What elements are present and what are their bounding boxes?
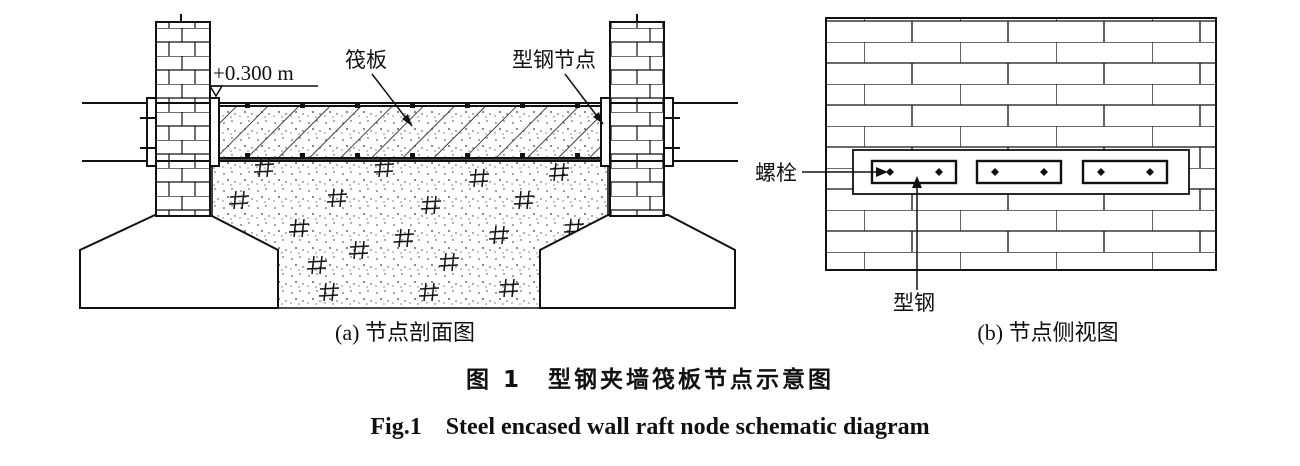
steel-section-lines <box>82 102 738 162</box>
subcaption-b: (b) 节点侧视图 <box>977 320 1118 345</box>
left-brick-column <box>155 21 211 217</box>
bolt-label: 螺栓 <box>755 161 797 185</box>
figure-caption-english: Fig.1 Steel encased wall raft node schem… <box>370 414 930 440</box>
node-schematic-figure: +0.300 m 筏板 型钢节点 (a) 节点剖面图 <box>79 14 1217 345</box>
bolts <box>886 168 1154 176</box>
elevation-marker: +0.300 m <box>208 61 318 98</box>
right-footing <box>539 214 736 309</box>
rebar-dots <box>245 103 580 158</box>
elevation-label: +0.300 m <box>213 61 294 85</box>
subcaption-a: (a) 节点剖面图 <box>335 320 475 345</box>
brick-wall <box>825 17 1217 271</box>
figure-caption-chinese: 图 1 型钢夹墙筏板节点示意图 <box>465 367 834 393</box>
steel-section-plates <box>870 159 1169 185</box>
node-label: 型钢节点 <box>512 48 596 72</box>
panel-a-section-view: +0.300 m 筏板 型钢节点 (a) 节点剖面图 <box>79 14 738 345</box>
right-brick-column <box>609 21 665 217</box>
steel-clamp-plates <box>146 97 674 167</box>
raft-label: 筏板 <box>345 48 387 72</box>
panel-b-side-view: 螺栓 型钢 (b) 节点侧视图 <box>755 17 1217 345</box>
soil-hatch-marks <box>228 158 585 302</box>
steel-label: 型钢 <box>893 291 935 315</box>
